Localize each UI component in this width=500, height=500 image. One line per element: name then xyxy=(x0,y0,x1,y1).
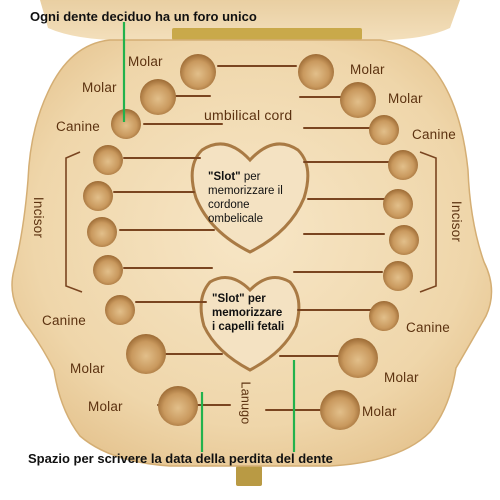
label-molar: Molar xyxy=(88,399,123,414)
cord-slot-note: "Slot" per memorizzare il cordone ombeli… xyxy=(208,171,283,225)
label-molar: Molar xyxy=(350,62,385,77)
label-incisor: Incisor xyxy=(31,196,47,239)
tooth-hole xyxy=(383,189,413,219)
slot-quote: "Slot" xyxy=(208,171,241,183)
incisor-bracket-left xyxy=(65,151,83,293)
label-molar: Molar xyxy=(362,404,397,419)
label-molar: Molar xyxy=(128,54,163,69)
tooth-hole xyxy=(383,261,413,291)
tooth-hole xyxy=(338,338,378,378)
label-molar: Molar xyxy=(384,370,419,385)
tooth-hole xyxy=(298,54,334,90)
slot-quote: "Slot" xyxy=(212,293,245,305)
tooth-hole xyxy=(158,386,198,426)
caption-top: Ogni dente deciduo ha un foro unico xyxy=(30,9,257,24)
umbilical-cord-slot xyxy=(190,142,310,254)
tooth-hole xyxy=(140,79,176,115)
label-lanugo: Lanugo xyxy=(238,381,253,425)
label-canine: Canine xyxy=(412,127,456,142)
tooth-hole xyxy=(83,181,113,211)
hinge-bottom xyxy=(236,466,262,486)
hinge-top xyxy=(172,28,362,40)
tooth-hole xyxy=(389,225,419,255)
incisor-bracket-right xyxy=(419,151,437,293)
label-molar: Molar xyxy=(70,361,105,376)
tooth-holes xyxy=(83,54,419,430)
tooth-hole xyxy=(369,301,399,331)
label-umbilical-cord: umbilical cord xyxy=(204,107,293,123)
tooth-hole xyxy=(320,390,360,430)
label-molar: Molar xyxy=(82,80,117,95)
tooth-hole xyxy=(340,82,376,118)
tooth-hole xyxy=(93,145,123,175)
tooth-hole xyxy=(369,115,399,145)
label-canine: Canine xyxy=(56,119,100,134)
tooth-hole xyxy=(388,150,418,180)
tooth-hole xyxy=(87,217,117,247)
hair-slot-note: "Slot" per memorizzare i capelli fetali xyxy=(212,293,285,333)
tooth-hole xyxy=(105,295,135,325)
label-canine: Canine xyxy=(42,313,86,328)
label-canine: Canine xyxy=(406,320,450,335)
annotation-lines xyxy=(122,22,296,452)
label-molar: Molar xyxy=(388,91,423,106)
tooth-hole xyxy=(111,109,141,139)
tooth-hole xyxy=(93,255,123,285)
tooth-hole xyxy=(126,334,166,374)
label-incisor: Incisor xyxy=(449,200,465,243)
tooth-hole xyxy=(180,54,216,90)
caption-bottom: Spazio per scrivere la data della perdit… xyxy=(28,451,333,466)
fetal-hair-slot xyxy=(199,276,301,372)
